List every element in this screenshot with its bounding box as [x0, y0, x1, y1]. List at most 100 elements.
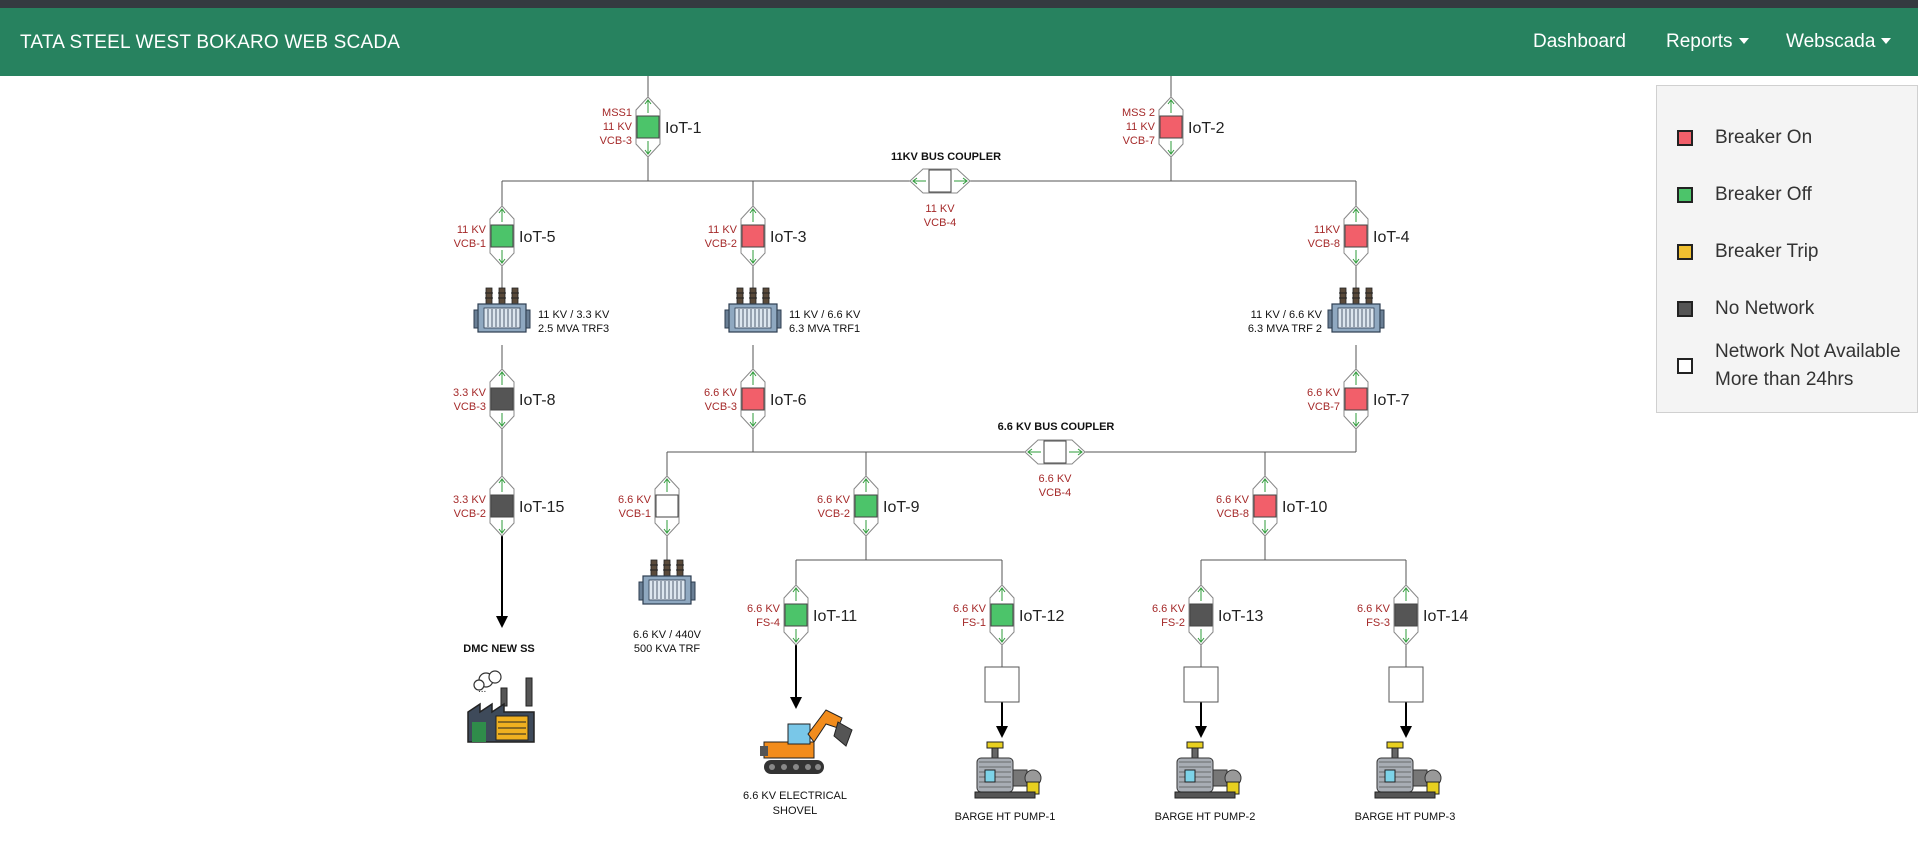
- breaker-id-label: IoT-10: [1282, 499, 1327, 516]
- breaker-rating-label: VCB-3: [705, 401, 737, 413]
- breaker-status-square: [490, 494, 514, 518]
- legend-panel: Breaker On Breaker Off Breaker Trip No N…: [1656, 85, 1918, 413]
- breaker-rating-label: VCB-3: [454, 401, 486, 413]
- arrow-up-icon: [862, 478, 870, 492]
- arrow-up-icon: [1167, 99, 1175, 113]
- breaker-rating-label: VCB-2: [818, 508, 850, 520]
- breaker-iot-6[interactable]: 6.6 KV VCB-3 IoT-6: [704, 368, 807, 430]
- breaker-id-label: IoT-5: [519, 229, 556, 246]
- arrow-down-icon: [663, 520, 671, 534]
- breaker-rating-label: VCB-7: [1308, 401, 1340, 413]
- breaker-rating-label: MSS 2: [1122, 107, 1155, 119]
- breaker-rating-label: VCB-8: [1308, 238, 1340, 250]
- breaker-status-square: [741, 224, 765, 248]
- load-box-pump1: [984, 666, 1020, 703]
- arrow-left-icon: [1027, 448, 1041, 456]
- arrow-down-icon: [862, 520, 870, 534]
- breaker-status-square: [1394, 603, 1418, 627]
- arrow-up-icon: [749, 371, 757, 385]
- breaker-id-label: IoT-15: [519, 499, 564, 516]
- trf3-ratio: 11 KV / 3.3 KV: [538, 309, 610, 321]
- arrow-down-icon: [498, 250, 506, 264]
- legend-swatch-off: [1677, 187, 1693, 203]
- bus-coupler-11kv-vcb: VCB-4: [924, 217, 956, 229]
- arrow-up-icon: [644, 99, 652, 113]
- breaker-status-square: [490, 224, 514, 248]
- arrow-up-icon: [1197, 587, 1205, 601]
- trf440-ratio: 6.6 KV / 440V: [633, 629, 702, 641]
- arrow-down-icon: [792, 629, 800, 643]
- shovel-label-line2: SHOVEL: [773, 805, 818, 817]
- arrow-down-icon: [1167, 141, 1175, 155]
- breaker-id-label: IoT-13: [1218, 608, 1263, 625]
- nav-webscada[interactable]: Webscada: [1786, 31, 1892, 53]
- pump1-label: BARGE HT PUMP-1: [955, 811, 1056, 823]
- bus-coupler-11kv-title: 11KV BUS COUPLER: [891, 151, 1001, 163]
- pumps-layer: [974, 741, 1442, 799]
- breaker-rating-label: 6.6 KV: [618, 494, 652, 506]
- breaker-id-label: IoT-6: [770, 392, 807, 409]
- load-arrows: [496, 530, 1412, 738]
- arrow-right-icon: [1069, 448, 1083, 456]
- breaker-status-square: [1253, 494, 1277, 518]
- breaker-rating-label: FS-3: [1366, 617, 1390, 629]
- brand-title[interactable]: TATA STEEL WEST BOKARO WEB SCADA: [20, 32, 401, 53]
- breaker-rating-label: 6.6 KV: [817, 494, 851, 506]
- breaker-id-label: IoT-8: [519, 392, 556, 409]
- nav-reports[interactable]: Reports: [1666, 31, 1749, 53]
- legend-label-off: Breaker Off: [1715, 184, 1812, 205]
- breaker-rating-label: 3.3 KV: [453, 494, 487, 506]
- trf1-rating: 6.3 MVA TRF1: [789, 323, 860, 335]
- transformer-icon: [473, 287, 531, 333]
- wires: [501, 76, 1407, 667]
- breaker-rating-label: 11 KV: [1126, 121, 1156, 133]
- trf3-rating: 2.5 MVA TRF3: [538, 323, 609, 335]
- dmc-label: DMC NEW SS: [463, 643, 535, 655]
- bus-coupler-bus11[interactable]: [909, 168, 971, 194]
- arrow-down-icon: [1402, 629, 1410, 643]
- transformer-icon: [1327, 287, 1385, 333]
- breaker-status-square: [655, 494, 679, 518]
- arrow-left-icon: [912, 177, 926, 185]
- pump-icon: [1174, 741, 1242, 799]
- excavator-icon: [760, 709, 853, 774]
- breaker-id-label: IoT-12: [1019, 608, 1064, 625]
- breaker-rating-label: 11KV: [1314, 224, 1341, 236]
- breaker-id-label: IoT-14: [1423, 608, 1468, 625]
- svg-text:...: ...: [478, 684, 486, 695]
- breaker-status-square: [990, 603, 1014, 627]
- pump2-label: BARGE HT PUMP-2: [1155, 811, 1256, 823]
- legend-swatch-nonet: [1677, 301, 1693, 317]
- breaker-status-square: [490, 387, 514, 411]
- legend-label-na-line2: More than 24hrs: [1715, 369, 1854, 390]
- nav-dashboard[interactable]: Dashboard: [1533, 31, 1626, 52]
- legend-label-on: Breaker On: [1715, 127, 1813, 148]
- factory-icon: ...: [467, 670, 535, 743]
- breaker-rating-label: 6.6 KV: [704, 387, 738, 399]
- bus-coupler-bus66[interactable]: [1024, 439, 1086, 465]
- arrow-up-icon: [749, 208, 757, 222]
- breaker-rating-label: 6.6 KV: [1152, 603, 1186, 615]
- legend-swatch-trip: [1677, 244, 1693, 260]
- arrow-down-icon: [1352, 413, 1360, 427]
- breaker-rating-label: 6.6 KV: [747, 603, 781, 615]
- nav-reports-label: Reports: [1666, 31, 1733, 52]
- breaker-rating-label: VCB-2: [454, 508, 486, 520]
- bus-coupler-66kv-title: 6.6 KV BUS COUPLER: [998, 421, 1115, 433]
- breaker-iot-15[interactable]: 3.3 KV VCB-2 IoT-15: [453, 475, 564, 537]
